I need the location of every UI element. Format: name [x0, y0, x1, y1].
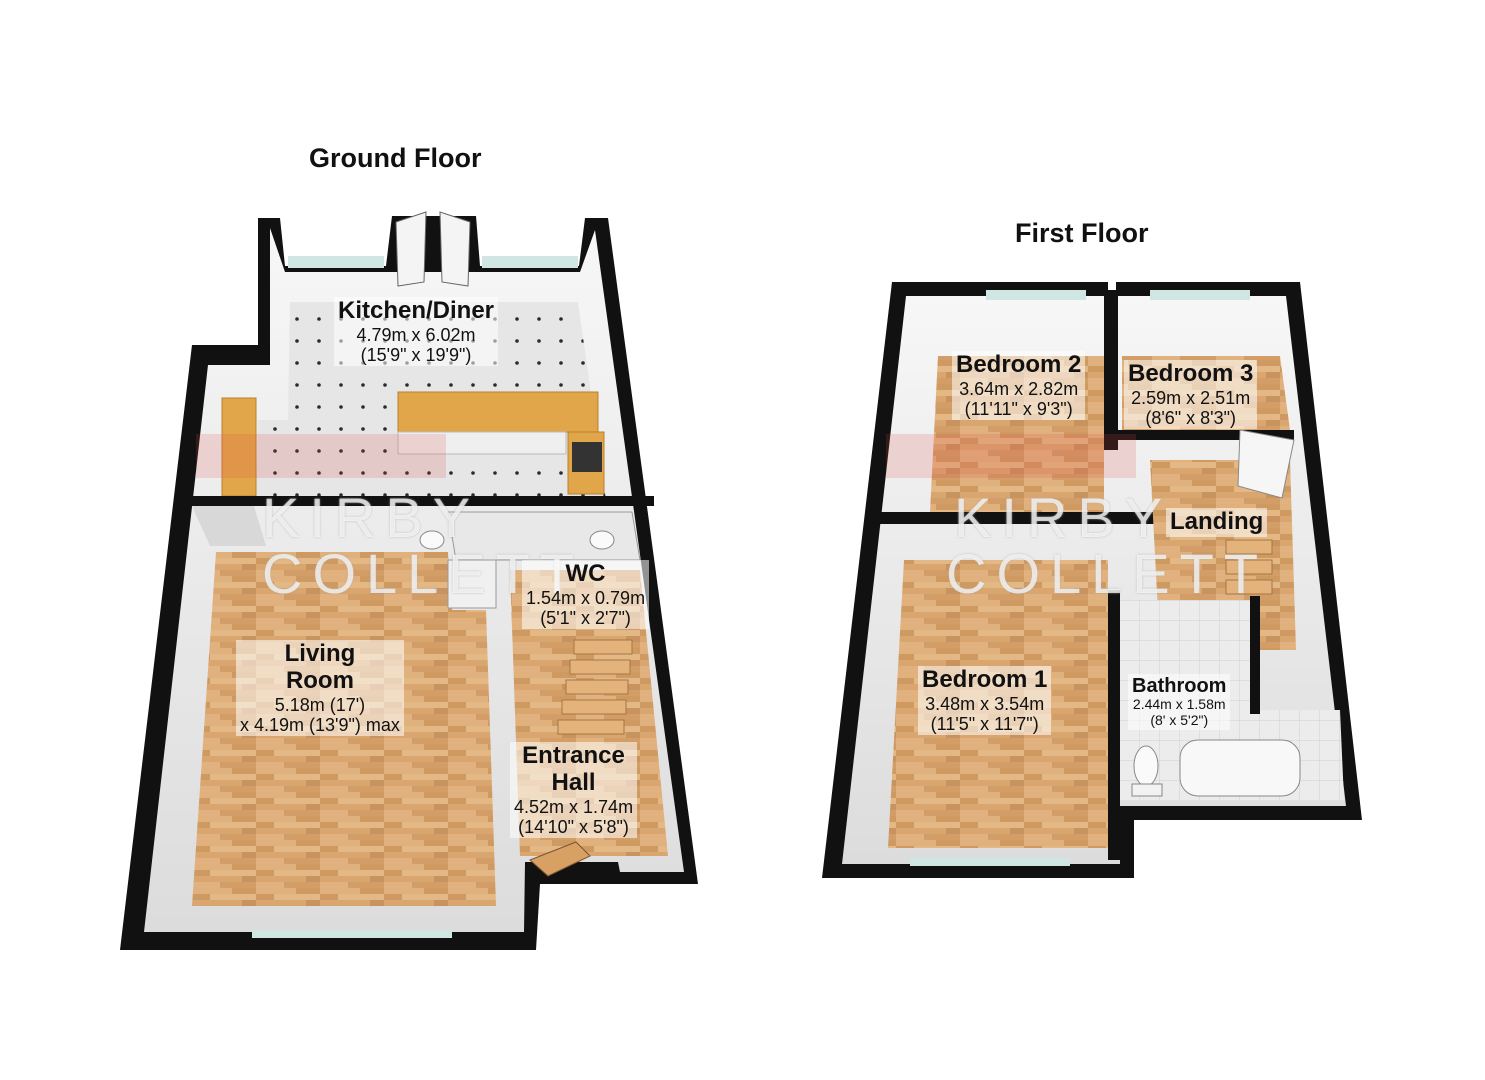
wc-label: WC 1.54m x 0.79m (5'1" x 2'7") — [522, 560, 650, 630]
wc-name: WC — [565, 560, 606, 587]
wc-dim-m: 1.54m x 0.79m — [526, 587, 646, 608]
toilet — [1133, 745, 1159, 787]
french-door-left — [395, 211, 427, 287]
wc-dim-ft: (5'1" x 2'7") — [540, 608, 631, 629]
bathroom-landing-wall — [1250, 596, 1260, 714]
kitchen-sink — [419, 530, 445, 550]
watermark-band-first — [886, 434, 1136, 478]
bedroom2-dim-ft: (11'11" x 9'3") — [964, 399, 1073, 420]
kitchen-dim-m: 4.79m x 6.02m — [356, 324, 476, 345]
bedroom3-dim-ft: (8'6" x 8'3") — [1145, 408, 1237, 429]
bedroom2-dim-m: 3.64m x 2.82m — [959, 378, 1079, 399]
kitchen-left-worktop — [221, 397, 257, 497]
living-room-name-1: Living — [284, 640, 356, 667]
bedroom1-dim-m: 3.48m x 3.54m — [925, 693, 1045, 714]
bedroom3-dim-m: 2.59m x 2.51m — [1131, 387, 1251, 408]
living-room-window — [252, 930, 452, 938]
bedroom3-label: Bedroom 3 2.59m x 2.51m (8'6" x 8'3") — [1124, 360, 1258, 430]
kitchen-name: Kitchen/Diner — [338, 297, 495, 324]
bedroom3-window — [1150, 290, 1250, 300]
bedroom3-front-wall — [1118, 430, 1294, 440]
bedroom1-bathroom-wall — [1108, 590, 1120, 860]
upper-cross-wall — [878, 512, 1158, 524]
bathroom-dim-ft: (8' x 5'2") — [1150, 712, 1209, 729]
entrance-hall-dim-m: 4.52m x 1.74m — [514, 796, 634, 817]
watermark-band-ground — [196, 434, 446, 478]
kitchen-living-divider — [184, 496, 654, 506]
entrance-hall-name-1: Entrance — [522, 742, 625, 769]
living-room-label: Living Room 5.18m (17') x 4.19m (13'9") … — [236, 640, 404, 737]
bedroom2-label: Bedroom 2 3.64m x 2.82m (11'11" x 9'3") — [952, 351, 1086, 421]
first-floor-title: First Floor — [1015, 218, 1149, 248]
hob — [572, 442, 602, 472]
kitchen-dim-ft: (15'9" x 19'9") — [360, 345, 472, 366]
bedroom2-bedroom3-wall — [1104, 290, 1118, 450]
wc-partition — [447, 559, 497, 609]
bedroom1-dim-ft: (11'5" x 11'7") — [930, 714, 1039, 735]
kitchen-island-front — [397, 431, 567, 455]
kitchen-window-left — [288, 256, 384, 268]
wc-basin — [589, 530, 615, 550]
kitchen-window-right — [482, 256, 578, 268]
living-room-dim-1: 5.18m (17') — [274, 694, 366, 715]
bedroom1-window — [910, 858, 1070, 866]
bedroom1-label: Bedroom 1 3.48m x 3.54m (11'5" x 11'7") — [918, 666, 1052, 736]
living-left-wall-face — [192, 506, 266, 546]
bedroom2-name: Bedroom 2 — [956, 351, 1082, 378]
entrance-hall-dim-ft: (14'10" x 5'8") — [518, 816, 629, 837]
bathtub — [1179, 739, 1301, 797]
toilet-cistern — [1131, 783, 1163, 797]
bedroom3-name: Bedroom 3 — [1128, 360, 1254, 387]
kitchen-label: Kitchen/Diner 4.79m x 6.02m (15'9" x 19'… — [334, 297, 499, 367]
front-door — [529, 841, 591, 877]
bedroom2-window — [986, 290, 1086, 300]
bathroom-dim-m: 2.44m x 1.58m — [1132, 696, 1226, 713]
landing-door — [1237, 429, 1295, 499]
bathroom-name: Bathroom — [1132, 675, 1227, 697]
living-room-name-2: Room — [285, 666, 354, 694]
watermark-first-line1: KIRBY — [954, 486, 1173, 549]
ground-floor-title: Ground Floor — [309, 143, 482, 173]
living-room-dim-2: x 4.19m (13'9") max — [240, 714, 400, 735]
landing-stairs — [1225, 539, 1273, 595]
bedroom1-name: Bedroom 1 — [922, 666, 1048, 693]
watermark-first-line2: COLLETT — [946, 542, 1269, 605]
kitchen-island-worktop — [397, 391, 599, 433]
bathroom-label: Bathroom 2.44m x 1.58m (8' x 5'2") — [1128, 674, 1231, 730]
entrance-hall-name-2: Hall — [551, 768, 596, 796]
entrance-hall-label: Entrance Hall 4.52m x 1.74m (14'10" x 5'… — [510, 742, 638, 839]
watermark-ground-line1: KIRBY — [262, 486, 481, 549]
landing-name: Landing — [1170, 508, 1264, 535]
french-door-right — [439, 211, 471, 287]
staircase — [557, 639, 633, 735]
landing-label: Landing — [1166, 508, 1268, 537]
